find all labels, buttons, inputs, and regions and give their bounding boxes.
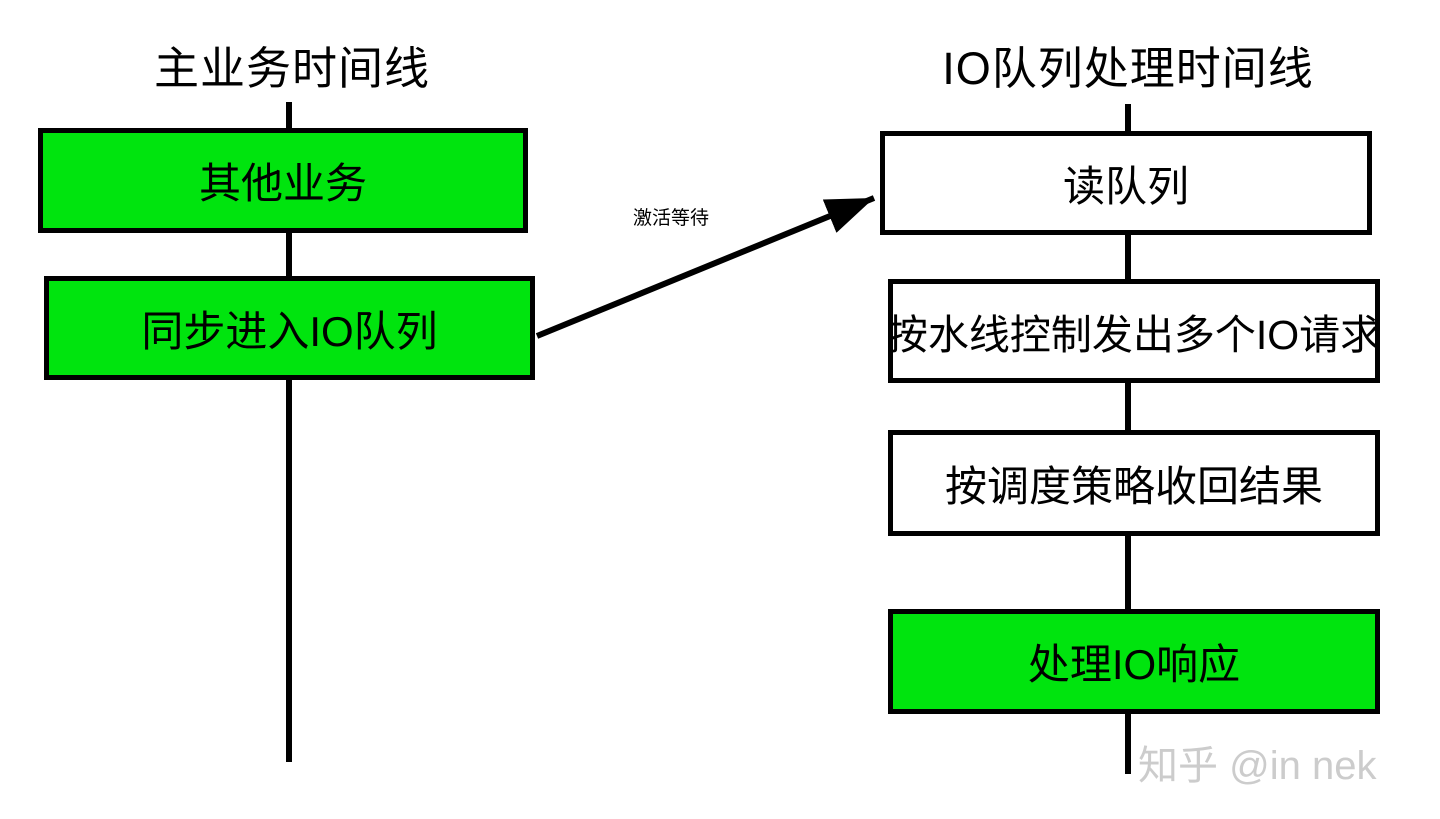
flow-box-read-queue: 读队列 [880,131,1372,235]
flow-box-scheduling-collect-results: 按调度策略收回结果 [888,430,1380,536]
flow-box-watermark-control-io-requests: 按水线控制发出多个IO请求 [887,279,1381,383]
main-timeline-title: 主业务时间线 [153,43,430,94]
flow-box-other-business: 其他业务 [38,128,528,233]
io-queue-timeline-title: IO队列处理时间线 [942,43,1314,94]
main-timeline-line [286,102,292,762]
flow-box-sync-enter-io-queue: 同步进入IO队列 [44,276,535,380]
flow-box-handle-io-response: 处理IO响应 [888,609,1380,714]
activation-arrow-label: 激活等待 [633,208,710,229]
zhihu-watermark: 知乎 @in nek [1138,744,1377,788]
